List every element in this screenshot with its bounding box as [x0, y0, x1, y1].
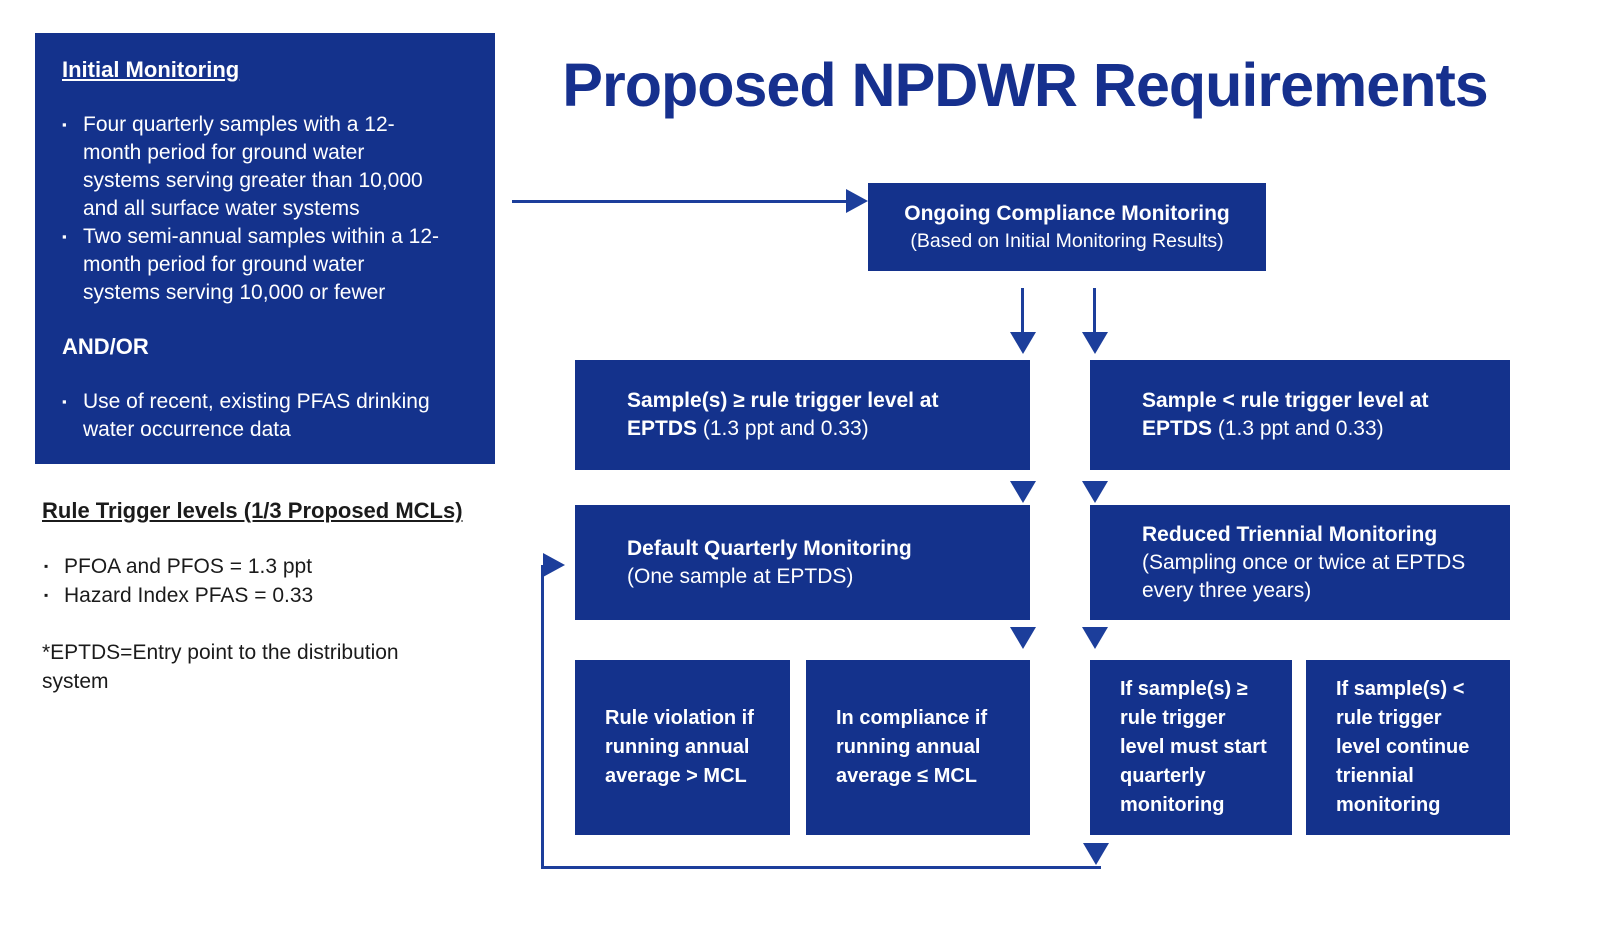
box-text-normal: (1.3 ppt and 0.33) [1217, 417, 1384, 440]
box-text-normal: (1.3 ppt and 0.33) [702, 417, 869, 440]
arrow-head-down-icon [1082, 481, 1108, 503]
ongoing-compliance-box: Ongoing Compliance Monitoring (Based on … [868, 183, 1266, 271]
arrow-head-right-icon [846, 189, 868, 213]
box-title: Reduced Triennial Monitoring [1142, 522, 1438, 546]
arrow-head-down-icon [1010, 481, 1036, 503]
box-subtitle: (One sample at EPTDS) [627, 564, 854, 588]
list-item: PFOA and PFOS = 1.3 ppt [42, 552, 482, 581]
arrow-stem [1021, 288, 1024, 334]
box-subtitle: (Sampling once or twice at EPTDS every t… [1142, 550, 1466, 602]
box-text: Sample(s) ≥ rule trigger level at EPTDS … [627, 387, 957, 443]
sample-ge-trigger-box: Sample(s) ≥ rule trigger level at EPTDS … [575, 360, 1030, 470]
list-item: Use of recent, existing PFAS drinking wa… [62, 388, 447, 444]
arrow-stem [1093, 288, 1096, 334]
box-title: Default Quarterly Monitoring [627, 536, 912, 560]
rule-trigger-list: PFOA and PFOS = 1.3 ppt Hazard Index PFA… [42, 552, 482, 610]
page-title: Proposed NPDWR Requirements [562, 51, 1488, 119]
rule-violation-box: Rule violation if running annual average… [575, 660, 790, 835]
sample-lt-trigger-box: Sample < rule trigger level at EPTDS (1.… [1090, 360, 1510, 470]
list-item: Four quarterly samples with a 12-month p… [62, 111, 447, 223]
box-subtitle: (Based on Initial Monitoring Results) [910, 230, 1224, 252]
default-quarterly-monitoring-box: Default Quarterly Monitoring (One sample… [575, 505, 1030, 620]
arrow-head-down-icon [1082, 332, 1108, 354]
arrow-head-down-icon [1082, 627, 1108, 649]
loop-bottom-line [541, 866, 1101, 869]
box-text: In compliance if running annual average … [836, 707, 988, 787]
reduced-triennial-monitoring-box: Reduced Triennial Monitoring (Sampling o… [1090, 505, 1510, 620]
list-item: Two semi-annual samples within a 12-mont… [62, 223, 447, 307]
box-text: Rule violation if running annual average… [605, 707, 754, 787]
arrow-head-down-icon [1010, 332, 1036, 354]
and-or-label: AND/OR [62, 334, 149, 359]
initial-monitoring-heading: Initial Monitoring [62, 57, 240, 82]
eptds-footnote: *EPTDS=Entry point to the distribution s… [42, 641, 399, 693]
continue-triennial-monitoring-box: If sample(s) < rule trigger level contin… [1306, 660, 1510, 835]
initial-monitoring-panel: Initial Monitoring Four quarterly sample… [35, 33, 495, 464]
arrow-head-down-icon [1083, 843, 1109, 865]
rule-trigger-heading: Rule Trigger levels (1/3 Proposed MCLs) [42, 498, 463, 523]
arrow-head-right-icon [543, 553, 565, 577]
loop-left-line [541, 565, 544, 869]
arrow-stem [512, 200, 848, 203]
in-compliance-box: In compliance if running annual average … [806, 660, 1030, 835]
start-quarterly-monitoring-box: If sample(s) ≥ rule trigger level must s… [1090, 660, 1292, 835]
box-text: If sample(s) ≥ rule trigger level must s… [1120, 678, 1267, 816]
arrow-head-down-icon [1010, 627, 1036, 649]
rule-trigger-levels-section: Rule Trigger levels (1/3 Proposed MCLs) … [42, 498, 482, 696]
box-text: Sample < rule trigger level at EPTDS (1.… [1142, 387, 1472, 443]
list-item: Hazard Index PFAS = 0.33 [42, 581, 482, 610]
box-text-bold: Sample < rule trigger level at EPTDS [1142, 389, 1429, 440]
box-text-bold: Sample(s) ≥ rule trigger level at EPTDS [627, 389, 939, 440]
box-text: If sample(s) < rule trigger level contin… [1336, 678, 1470, 816]
box-title: Ongoing Compliance Monitoring [904, 202, 1230, 225]
